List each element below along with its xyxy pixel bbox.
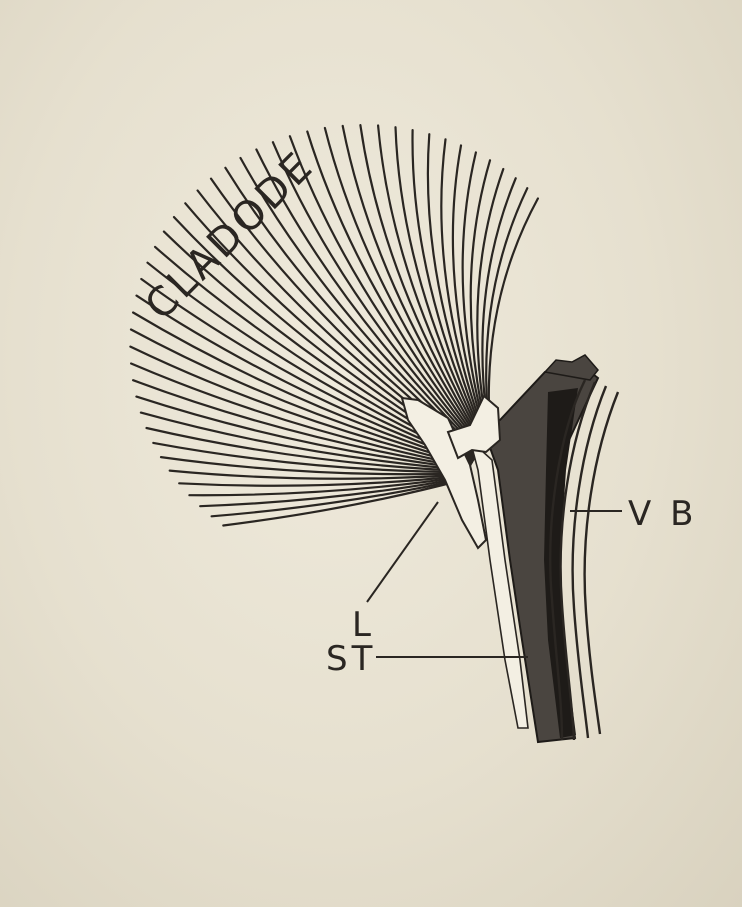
vb-label: V B — [628, 494, 697, 534]
cladode-vein — [486, 188, 527, 431]
stem-label: ST — [326, 639, 376, 679]
l-leader-line — [367, 502, 438, 602]
